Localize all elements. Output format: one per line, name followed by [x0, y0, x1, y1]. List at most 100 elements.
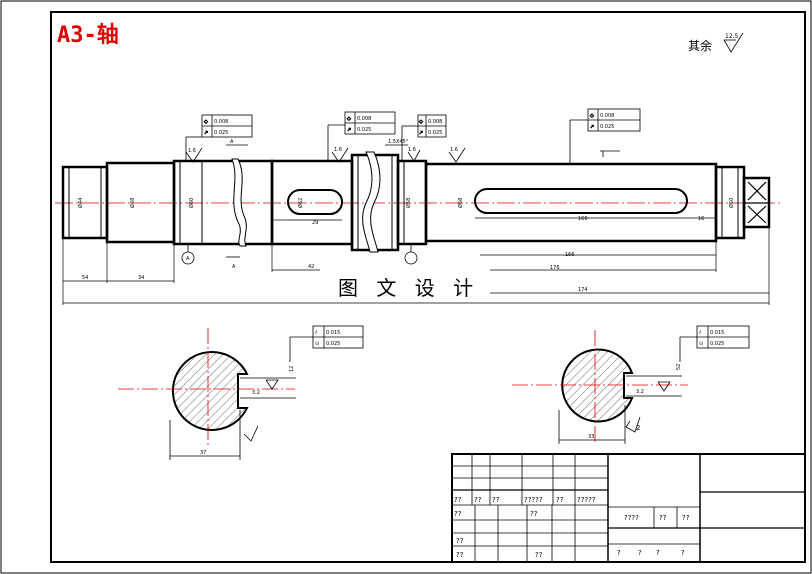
tolerance-value: 0.025 [710, 341, 724, 347]
title-cell: ? [681, 549, 685, 557]
diameter-label: Ø50 [728, 198, 735, 208]
tolerance-value: 0.008 [357, 116, 371, 122]
title-cell: ????? [577, 496, 596, 504]
roughness-value: 1.6 [450, 147, 458, 153]
datum-symbols: A A [181, 243, 418, 270]
diameter-label: Ø58 [457, 198, 464, 208]
title-cell: ?? [530, 510, 538, 518]
svg-text:◇: ◇ [204, 119, 208, 125]
surface-roughness-symbol: 12.5 [723, 32, 744, 53]
title-cell: ???? [624, 514, 639, 522]
tolerance-value: 0.025 [357, 127, 371, 133]
dimension-value: 166 [578, 216, 588, 222]
title-cell: ?? [682, 514, 690, 522]
keyway-left [287, 189, 343, 215]
tolerance-value: 0.015 [710, 330, 724, 336]
break-lines [231, 151, 381, 253]
title-block-text: ?? ?? ?? ????? ?? ????? ?? ?? ?? ?? ?? ?… [454, 496, 690, 559]
svg-text:↗: ↗ [347, 127, 351, 133]
tolerance-value: 0.025 [214, 130, 228, 136]
dimension-value: 166 [565, 252, 575, 258]
tolerance-value: 0.025 [600, 124, 614, 130]
section-view-right: ⫽⊙ 0.015 0.025 3.2 33 52 2 [512, 325, 750, 444]
tolerance-value: 0.015 [326, 330, 340, 336]
title-cell: ? [638, 549, 642, 557]
keyway-right [474, 188, 688, 214]
roughness-symbols-top: 1.6 1.6 1.6 1.6 A 1.5X45° [185, 139, 620, 163]
dimension-value: 42 [308, 264, 314, 270]
dimension-value: 29 [312, 220, 318, 226]
tolerance-frame: ◇ ↗ 0.008 0.025 [185, 114, 253, 160]
svg-text:⊙: ⊙ [315, 341, 319, 347]
shaft-step-6 [424, 162, 718, 243]
chamfer-note: 1.5X45° [388, 139, 409, 145]
watermark: 图 文 设 计 [338, 276, 479, 300]
tolerance-frame: ◇↗ 0.008 0.025 [401, 114, 447, 160]
tolerance-value: 0.008 [428, 119, 442, 125]
title-cell: ????? [524, 496, 543, 504]
shaft-step-1 [61, 165, 109, 240]
section-a-profile [171, 351, 249, 431]
svg-text:2: 2 [636, 424, 640, 432]
title-cell: ? [656, 549, 660, 557]
dimension-texts: 54 34 42 29 16 166 166 176 174 [82, 216, 704, 293]
dimension-value: 12 [289, 366, 295, 372]
svg-text:◇: ◇ [419, 119, 423, 125]
title-cell: ? [617, 549, 621, 557]
diameter-labels: Ø44 Ø48 Ø60 Ø62 Ø58 Ø58 Ø50 [77, 198, 735, 208]
tolerance-value: 0.008 [214, 119, 228, 125]
diameter-label: Ø60 [188, 198, 195, 208]
title-cell: ?? [659, 514, 667, 522]
svg-text:↗: ↗ [590, 124, 594, 130]
title-cell: ?? [456, 537, 464, 545]
tolerance-frame: ◇↗ 0.008 0.025 [327, 111, 396, 160]
title-block [451, 453, 806, 563]
tolerance-value: 0.025 [428, 130, 442, 136]
dimension-value: 174 [578, 287, 588, 293]
svg-text:↗: ↗ [204, 130, 208, 136]
title-cell: ?? [454, 496, 462, 504]
roughness-value: 1.6 [334, 147, 342, 153]
roughness-value: 1.6 [188, 148, 196, 154]
tolerance-value: 0.008 [600, 113, 614, 119]
drawing-title: A3-轴 [57, 22, 119, 48]
section-view-left: ⫽ ⊙ 0.015 0.025 3.2 37 12 [118, 325, 364, 460]
shaft-step-2 [105, 161, 176, 244]
diameter-label: Ø62 [297, 198, 304, 208]
svg-text:⫽: ⫽ [698, 330, 702, 336]
dimension-value: 34 [138, 275, 144, 281]
dimension-value: 54 [82, 275, 88, 281]
surface-roughness-value: 12.5 [725, 33, 739, 40]
datum-letter: A [230, 139, 234, 145]
diameter-label: Ø48 [129, 198, 136, 208]
svg-text:◇: ◇ [590, 113, 594, 119]
shaft-step-5 [396, 159, 428, 246]
dimension-value: 52 [676, 364, 682, 370]
surface-note-label: 其余 [688, 38, 712, 53]
roughness-value: 1.6 [408, 147, 416, 153]
diameter-label: Ø44 [77, 198, 84, 208]
dimension-value: 176 [550, 265, 560, 271]
tolerance-frames-top: ◇ ↗ 0.008 0.025 ◇ ↗ 0.008 0.025 ◇ ↗ 0.008 0… [185, 108, 641, 163]
tolerance-frame: ◇ ↗ 0.008 0.025 [569, 108, 641, 163]
roughness-value: 3.2 [636, 389, 644, 395]
section-b-profile [561, 348, 634, 423]
inner-border [50, 11, 806, 563]
watermark-bg [320, 268, 490, 302]
section-letter: A [232, 264, 236, 270]
title-cell: ?? [474, 496, 482, 504]
shaft-step-4 [270, 159, 354, 246]
dimension-value: 37 [200, 450, 206, 456]
tolerance-value: 0.025 [326, 341, 340, 347]
title-cell: ?? [556, 496, 564, 504]
roughness-value: 3.2 [252, 390, 260, 396]
shaft-main-view [61, 153, 771, 252]
diameter-label: Ø58 [405, 198, 412, 208]
title-cell: ?? [454, 510, 462, 518]
svg-text:⫽: ⫽ [314, 330, 318, 336]
title-cell: ?? [535, 551, 543, 559]
title-cell: ?? [456, 551, 464, 559]
datum-letter: A [186, 256, 190, 262]
